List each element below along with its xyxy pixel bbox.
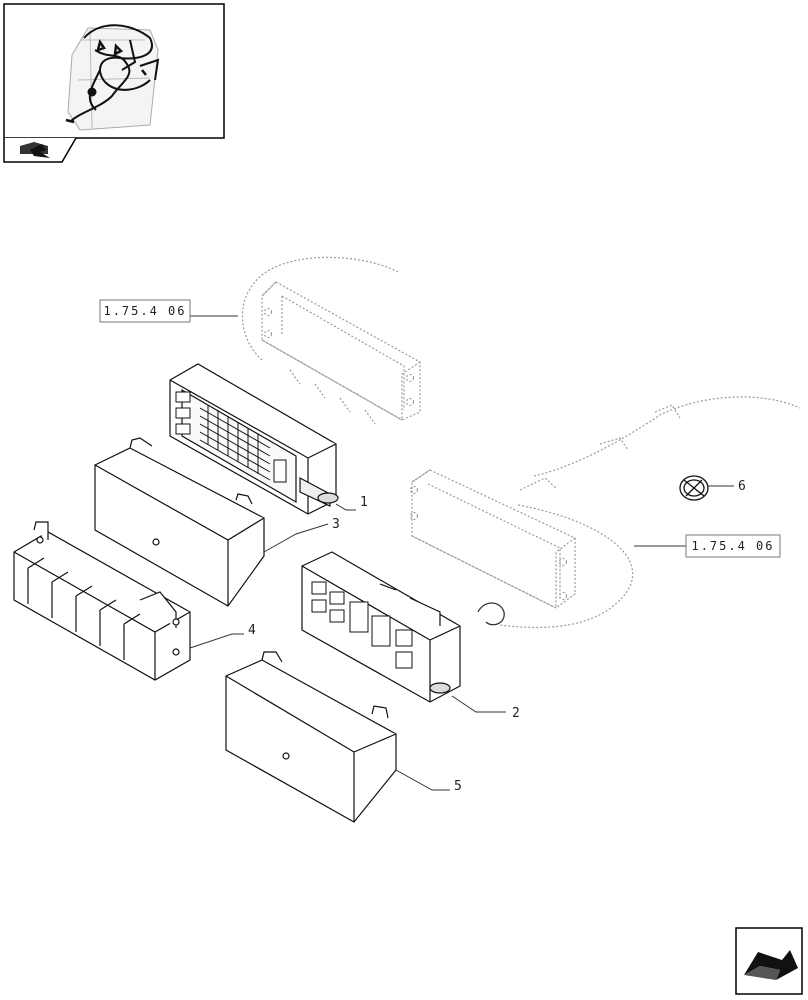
reference-box-1[interactable]: 1.75.4 06 — [99, 299, 191, 323]
callout-3: 3 — [332, 517, 340, 532]
part-4-bracket[interactable] — [13, 521, 191, 681]
reference-box-2-label: 1.75.4 06 — [691, 539, 774, 553]
reference-box-2[interactable]: 1.75.4 06 — [685, 534, 781, 558]
callout-2: 2 — [512, 706, 520, 721]
callout-5: 5 — [454, 779, 462, 794]
callout-4: 4 — [248, 623, 256, 638]
leader-lines — [189, 315, 734, 791]
callout-1: 1 — [360, 495, 368, 510]
callout-6: 6 — [738, 479, 746, 494]
reference-box-1-label: 1.75.4 06 — [103, 304, 186, 318]
part-5-cover[interactable] — [225, 651, 397, 823]
reference-bracket-middle — [409, 396, 801, 629]
book-arrow-icon — [20, 142, 50, 158]
reference-bracket-top — [241, 256, 421, 425]
part-2-relay-box[interactable] — [301, 551, 461, 703]
thumbnail-panel[interactable] — [3, 3, 225, 163]
part-1-fuse-box[interactable] — [169, 363, 339, 515]
part-6-clamp[interactable] — [477, 475, 709, 626]
next-page-arrow-icon — [744, 950, 798, 980]
next-page-button[interactable] — [735, 927, 803, 995]
wiring-harness-thumbnail — [65, 24, 160, 131]
part-3-cover[interactable] — [94, 437, 265, 607]
